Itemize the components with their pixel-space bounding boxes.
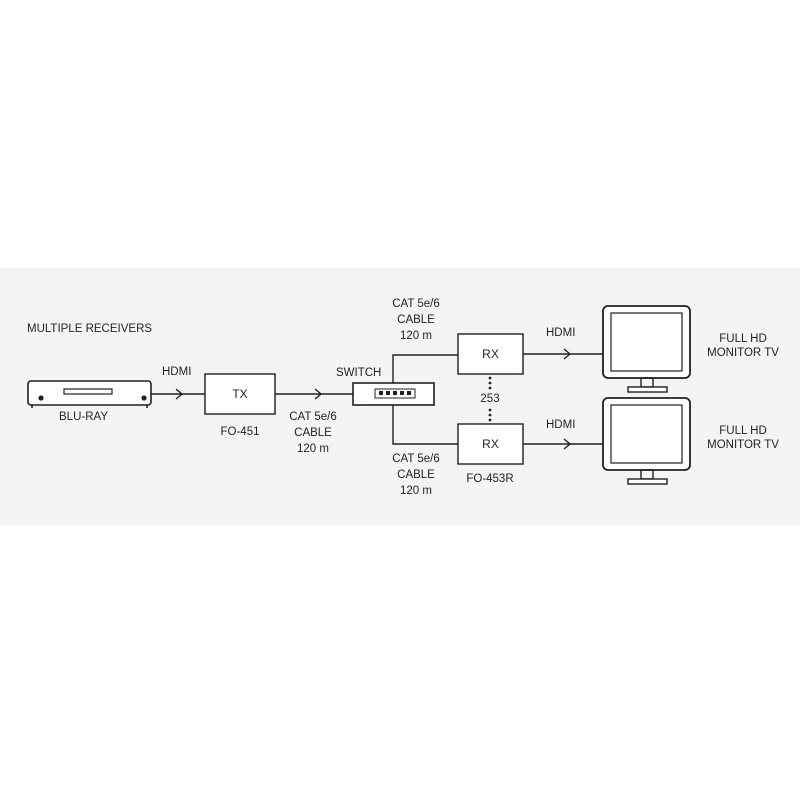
hdmi-bottom-label: HDMI [546,419,576,431]
cat-cable-top-label: CAT 5e/6 CABLE 120 m [376,297,456,343]
diagram-title: MULTIPLE RECEIVERS [27,323,153,335]
switch-label: SWITCH [336,367,382,379]
tx-model-label: FO-451 [220,426,260,438]
rx-box-bottom [457,423,524,465]
cat-cable-bottom-line-3: 120 m [400,485,432,497]
cat-cable-top-line-2: CABLE [397,314,435,326]
display-top-label: FULL HD MONITOR TV [698,332,788,360]
arrow-icon [563,438,572,450]
cat-cable-switch-rx-bottom [392,405,458,445]
arrow-icon [563,348,572,360]
rx-box-top [457,333,524,375]
cat-cable-tx-line-1: CAT 5e/6 [289,411,337,423]
cat-cable-top-line-3: 120 m [400,330,432,342]
blu-ray-player-icon [27,380,152,408]
switch-icon [352,382,435,406]
cat-cable-tx-label: CAT 5e/6 CABLE 120 m [273,410,353,456]
ellipsis-dots-icon [488,376,492,422]
cat-cable-bottom-label: CAT 5e/6 CABLE 120 m [376,452,456,498]
cat-cable-bottom-line-1: CAT 5e/6 [392,453,440,465]
rx-bottom-label: RX [482,437,499,451]
blu-ray-label: BLU-RAY [59,411,108,423]
hdmi-top-label: HDMI [546,327,576,339]
cat-cable-tx-line-3: 120 m [297,443,329,455]
display-top-line-2: MONITOR TV [707,347,779,359]
receiver-count-label: 253 [480,393,500,405]
arrow-icon [314,388,323,400]
arrow-icon [175,388,184,400]
tx-box [204,373,276,415]
display-top-line-1: FULL HD [719,333,767,345]
cat-cable-bottom-line-2: CABLE [397,469,435,481]
rx-model-label: FO-453R [466,473,514,485]
tx-label: TX [232,387,248,401]
display-bottom-line-1: FULL HD [719,425,767,437]
monitor-tv-icon-top [602,305,691,393]
cat-cable-top-line-1: CAT 5e/6 [392,298,440,310]
display-bottom-line-2: MONITOR TV [707,439,779,451]
hdmi-input-label: HDMI [162,366,192,378]
monitor-tv-icon-bottom [602,397,691,485]
display-bottom-label: FULL HD MONITOR TV [698,424,788,452]
cat-cable-switch-rx-top [392,354,458,383]
rx-top-label: RX [482,347,499,361]
cat-cable-tx-line-2: CABLE [294,427,332,439]
